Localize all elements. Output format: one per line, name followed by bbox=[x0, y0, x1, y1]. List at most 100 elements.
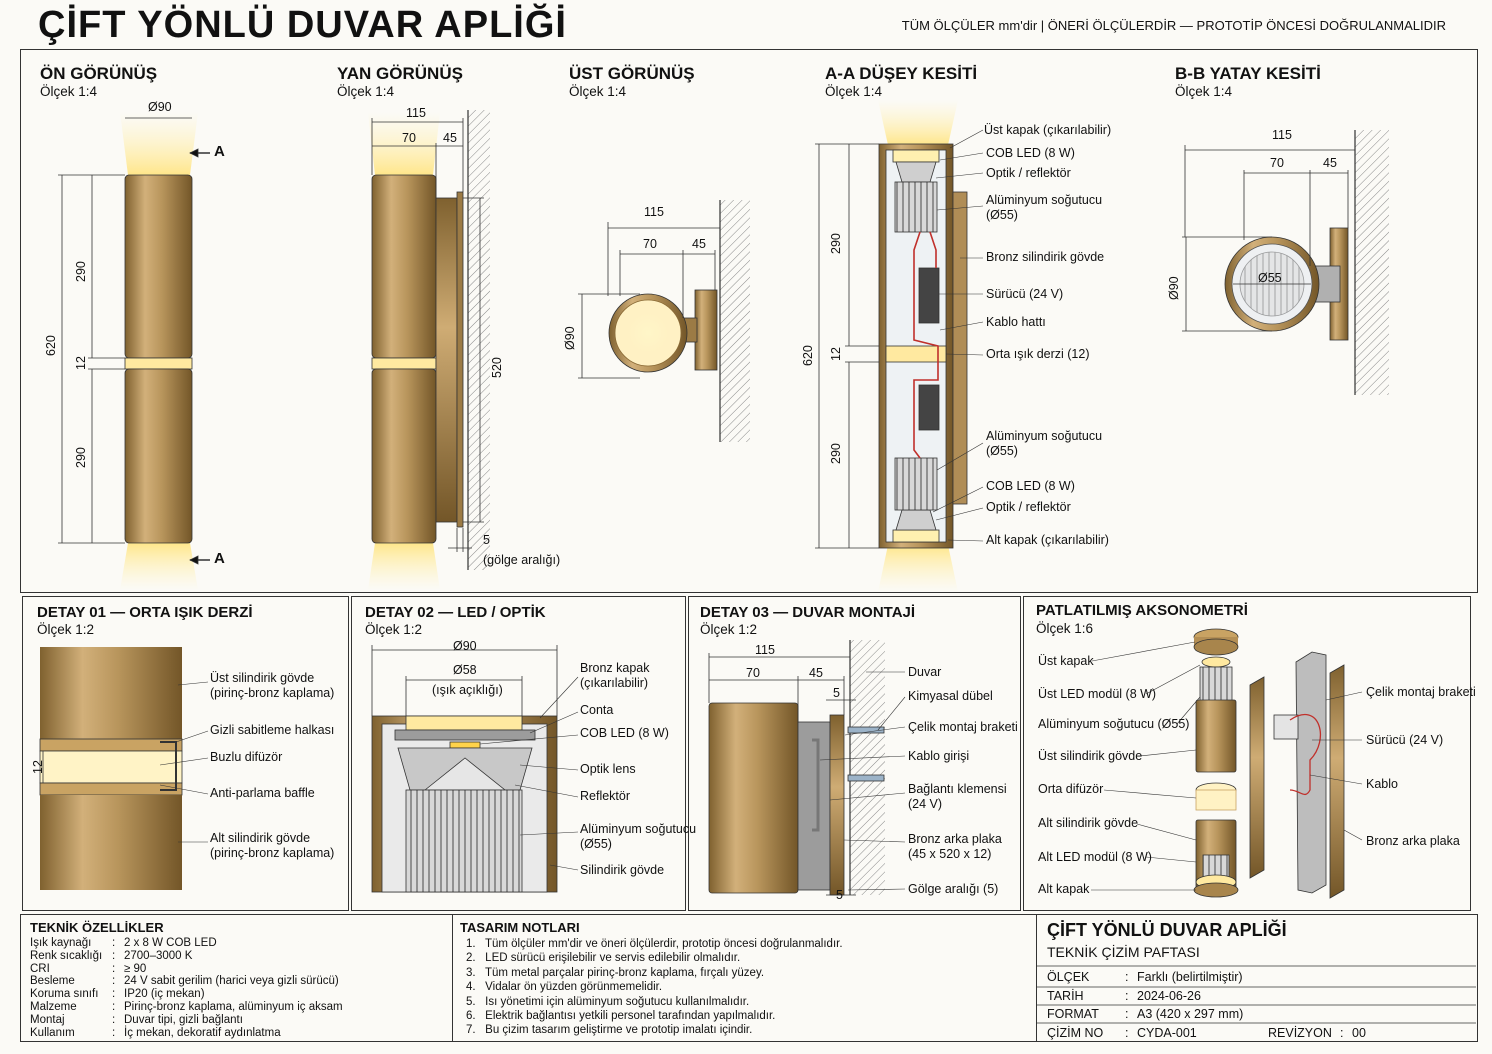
aa-label-cable: Kablo hattı bbox=[986, 315, 1046, 329]
detail01-drawing bbox=[39, 647, 209, 890]
titleblock-sep: : bbox=[1125, 1025, 1129, 1040]
spec-value: Pirinç-bronz kaplama, alüminyum iç aksam bbox=[124, 1001, 343, 1013]
detail03-label-anchor: Kimyasal dübel bbox=[908, 689, 993, 703]
exploded-label-driver: Sürücü (24 V) bbox=[1366, 733, 1444, 747]
top-dim-total: 115 bbox=[644, 205, 664, 219]
side-view-scale: Ölçek 1:4 bbox=[337, 84, 395, 99]
spec-value: 2700–3000 K bbox=[124, 949, 193, 962]
spec-value: IP20 (iç mekan) bbox=[124, 988, 205, 1001]
exploded-label-heatsink: Alüminyum soğutucu (Ø55) bbox=[1038, 717, 1190, 731]
spec-key: Işık kaynağı bbox=[30, 937, 92, 949]
side-dim-bracket: 45 bbox=[443, 131, 457, 145]
exploded-frame bbox=[1023, 596, 1471, 911]
spec-key: Renk sıcaklığı bbox=[30, 949, 103, 962]
section-aa-title: A-A DÜŞEY KESİTİ bbox=[825, 64, 978, 83]
views-frame bbox=[20, 49, 1478, 593]
spec-sep: : bbox=[112, 1026, 116, 1039]
titleblock-key: ÖLÇEK bbox=[1047, 970, 1090, 984]
aa-dim-seg-top: 290 bbox=[829, 233, 843, 254]
detail03-dim-bracket: 45 bbox=[809, 666, 823, 680]
aa-label-heatsink-top: Alüminyum soğutucu (Ø55) bbox=[986, 193, 1103, 222]
detail01-label-baffle: Anti-parlama baffle bbox=[210, 786, 315, 800]
spec-value: İç mekan, dekoratif aydınlatma bbox=[124, 1026, 281, 1039]
titleblock-key: ÇİZİM NO bbox=[1047, 1025, 1104, 1040]
detail03-scale: Ölçek 1:2 bbox=[700, 622, 758, 637]
spec-sep: : bbox=[112, 1001, 116, 1013]
top-dim-dia: Ø90 bbox=[563, 326, 577, 350]
side-dim-body: 70 bbox=[402, 131, 416, 145]
side-dim-plate: 520 bbox=[490, 357, 504, 378]
sheet-note: TÜM ÖLÇÜLER mm'dir | ÖNERİ ÖLÇÜLERDİR — … bbox=[901, 18, 1446, 33]
spec-sep: : bbox=[112, 937, 116, 949]
side-view-title: YAN GÖRÜNÜŞ bbox=[337, 64, 463, 83]
titleblock-sep: : bbox=[1125, 988, 1129, 1003]
spec-key: Koruma sınıfı bbox=[30, 988, 99, 1001]
spec-value: 24 V sabit gerilim (harici veya gizli sü… bbox=[124, 975, 339, 988]
aa-label-heatsink-bottom: Alüminyum soğutucu (Ø55) bbox=[986, 429, 1103, 458]
note-item: 5. Isı yönetimi için alüminyum soğutucu … bbox=[466, 995, 750, 1008]
notes-title: TASARIM NOTLARI bbox=[460, 920, 580, 935]
detail02-label-body: Silindirik gövde bbox=[580, 863, 665, 877]
front-dim-seg-bottom: 290 bbox=[74, 447, 88, 468]
note-item: 6. Elektrik bağlantısı yetkili personel … bbox=[466, 1010, 776, 1022]
detail03-dim-gap-bottom: 5 bbox=[836, 888, 843, 902]
section-bb-scale: Ölçek 1:4 bbox=[1175, 84, 1233, 99]
exploded-label-bracket: Çelik montaj braketi bbox=[1366, 685, 1476, 699]
detail02-label-lens: Optik lens bbox=[580, 762, 636, 776]
titleblock-key: FORMAT bbox=[1047, 1007, 1099, 1021]
detail01-label-lower-body: Alt silindirik gövde (pirinç-bronz kapla… bbox=[210, 831, 335, 860]
titleblock-revision-value: 00 bbox=[1352, 1026, 1366, 1040]
spec-value: ≥ 90 bbox=[124, 962, 147, 975]
bb-dim-bracket: 45 bbox=[1323, 156, 1337, 170]
spec-key: Besleme bbox=[30, 975, 75, 988]
aa-dim-gap: 12 bbox=[829, 347, 843, 361]
spec-key: Kullanım bbox=[30, 1026, 75, 1039]
detail01-title: DETAY 01 — ORTA IŞIK DERZİ bbox=[37, 604, 253, 621]
detail02-label-gasket: Conta bbox=[580, 703, 614, 717]
aa-label-mid-joint: Orta ışık derzi (12) bbox=[986, 347, 1090, 361]
titleblock-revision-key: REVİZYON bbox=[1268, 1026, 1332, 1040]
section-bb-title: B-B YATAY KESİTİ bbox=[1175, 64, 1321, 83]
top-view-title: ÜST GÖRÜNÜŞ bbox=[569, 64, 695, 83]
note-item: 4. Vidalar ön yüzden görünmemelidir. bbox=[466, 981, 663, 994]
detail01-label-diffuser: Buzlu difüzör bbox=[210, 750, 283, 764]
detail01-scale: Ölçek 1:2 bbox=[37, 622, 95, 637]
detail03-label-terminal: Bağlantı klemensi (24 V) bbox=[908, 782, 1007, 811]
exploded-label-top-cap: Üst kapak bbox=[1038, 654, 1094, 668]
top-dim-body: 70 bbox=[643, 237, 657, 251]
spec-key: Montaj bbox=[30, 1013, 65, 1026]
aa-label-driver: Sürücü (24 V) bbox=[986, 287, 1064, 301]
side-shadow-label: (gölge aralığı) bbox=[483, 553, 561, 567]
titleblock-key: TARİH bbox=[1047, 988, 1084, 1003]
titleblock-subtitle: TEKNİK ÇİZİM PAFTASI bbox=[1047, 944, 1200, 960]
front-view-title: ÖN GÖRÜNÜŞ bbox=[40, 64, 158, 83]
aa-label-cob-bottom: COB LED (8 W) bbox=[986, 479, 1075, 493]
exploded-scale: Ölçek 1:6 bbox=[1036, 621, 1094, 636]
exploded-label-bottom-cap: Alt kapak bbox=[1038, 882, 1090, 896]
note-item: 7. Bu çizim tasarım geliştirme ve protot… bbox=[466, 1024, 753, 1037]
front-dim-gap: 12 bbox=[74, 356, 88, 370]
titleblock-value: A3 (420 x 297 mm) bbox=[1137, 1007, 1244, 1021]
detail03-dim-total: 115 bbox=[755, 643, 775, 657]
section-aa-scale: Ölçek 1:4 bbox=[825, 84, 883, 99]
detail02-dim-dia: Ø90 bbox=[453, 639, 477, 653]
detail03-label-shadow-gap: Gölge aralığı (5) bbox=[908, 882, 999, 896]
section-mark-bottom: A bbox=[214, 550, 225, 567]
front-dim-total: 620 bbox=[44, 335, 58, 356]
detail03-title: DETAY 03 — DUVAR MONTAJİ bbox=[700, 604, 916, 621]
titleblock-sep: : bbox=[1125, 970, 1129, 984]
spec-key: Malzeme bbox=[30, 1001, 77, 1013]
aa-dim-total: 620 bbox=[801, 345, 815, 366]
detail01-frame bbox=[22, 596, 349, 911]
aa-label-body: Bronz silindirik gövde bbox=[986, 250, 1105, 264]
detail03-drawing bbox=[708, 640, 906, 896]
detail02-label-cap: Bronz kapak (çıkarılabilir) bbox=[580, 661, 650, 690]
front-dim-dia: Ø90 bbox=[148, 100, 172, 114]
spec-sep: : bbox=[112, 949, 116, 962]
bb-dim-dia: Ø90 bbox=[1167, 276, 1181, 300]
titleblock-value: 2024-06-26 bbox=[1137, 988, 1201, 1003]
detail02-aperture-note: (ışık açıklığı) bbox=[432, 683, 503, 697]
detail01-label-upper-body: Üst silindirik gövde (pirinç-bronz kapla… bbox=[210, 671, 335, 700]
detail03-label-wall: Duvar bbox=[908, 665, 942, 679]
bb-dim-total: 115 bbox=[1272, 128, 1292, 142]
